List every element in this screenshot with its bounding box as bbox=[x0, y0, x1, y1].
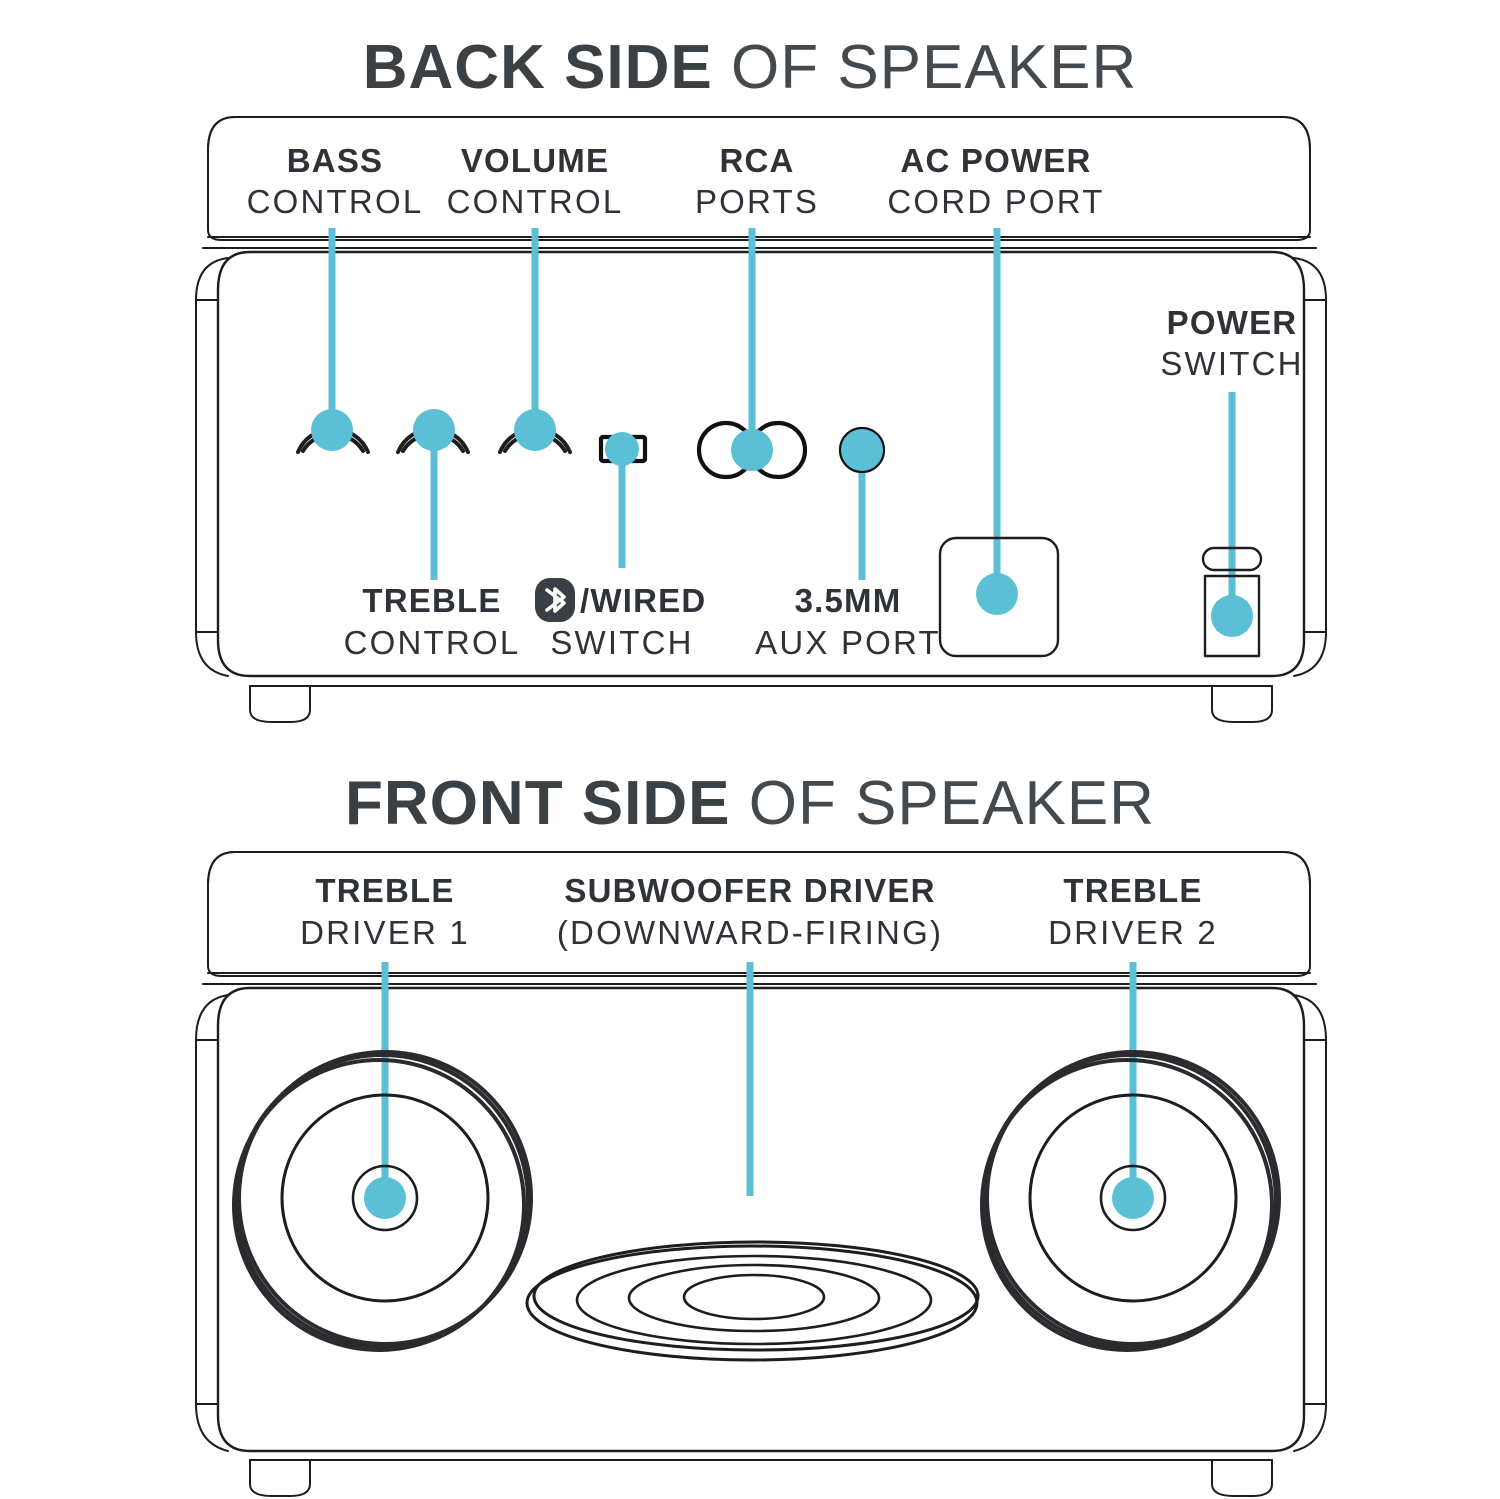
label-acpower-line1: AC POWER bbox=[900, 142, 1091, 179]
treble-driver-2[interactable] bbox=[980, 1050, 1281, 1352]
bluetooth-wired-switch[interactable] bbox=[598, 432, 648, 466]
label-btwired-line2: SWITCH bbox=[550, 624, 693, 661]
volume-control-knob[interactable] bbox=[498, 409, 572, 454]
label-aux-line2: AUX PORT bbox=[755, 624, 941, 661]
label-treble2-line1: TREBLE bbox=[1063, 872, 1202, 909]
powerswitch-dot bbox=[1211, 595, 1253, 637]
label-volume-line2: CONTROL bbox=[447, 183, 624, 220]
label-treble-line1: TREBLE bbox=[362, 582, 501, 619]
front-title-bold: FRONT SIDE bbox=[345, 769, 730, 838]
front-foot-left bbox=[249, 1459, 311, 1497]
ac-power-cord-port[interactable] bbox=[938, 536, 1060, 658]
label-volume-line1: VOLUME bbox=[461, 142, 609, 179]
treble-knob-dot bbox=[413, 409, 455, 451]
label-btwired-line1: /WIRED bbox=[580, 582, 706, 619]
front-title: FRONT SIDE OF SPEAKER bbox=[345, 769, 1155, 838]
back-powerswitch-label: POWER SWITCH bbox=[1160, 304, 1303, 382]
front-foot-right bbox=[1211, 1459, 1273, 1497]
back-title-light: OF SPEAKER bbox=[713, 33, 1137, 102]
label-powerswitch-line2: SWITCH bbox=[1160, 345, 1303, 382]
label-acpower-line2: CORD PORT bbox=[887, 183, 1104, 220]
acpower-dot bbox=[976, 573, 1018, 615]
aux-port[interactable] bbox=[838, 426, 886, 474]
label-rca-line2: PORTS bbox=[695, 183, 819, 220]
label-bass-line2: CONTROL bbox=[247, 183, 424, 220]
power-switch-housing bbox=[1203, 574, 1261, 658]
rca-ports[interactable] bbox=[696, 420, 808, 480]
label-subwoofer-line1: SUBWOOFER DRIVER bbox=[564, 872, 935, 909]
back-title: BACK SIDE OF SPEAKER bbox=[363, 33, 1137, 102]
treble2-dot bbox=[1112, 1177, 1154, 1219]
back-bottom-labels: TREBLE CONTROL /WIRED SWITCH 3.5MM AUX P… bbox=[344, 578, 941, 661]
front-labels: TREBLE DRIVER 1 SUBWOOFER DRIVER (DOWNWA… bbox=[300, 872, 1218, 951]
back-foot-left bbox=[249, 685, 311, 723]
treble-driver-1[interactable] bbox=[232, 1050, 533, 1352]
label-bass-line1: BASS bbox=[287, 142, 384, 179]
front-title-light: OF SPEAKER bbox=[731, 769, 1155, 838]
back-foot-right bbox=[1211, 685, 1273, 723]
back-speaker-body bbox=[195, 116, 1327, 723]
label-subwoofer-line2: (DOWNWARD-FIRING) bbox=[557, 914, 943, 951]
back-top-labels: BASS CONTROL VOLUME CONTROL RCA PORTS AC… bbox=[247, 142, 1104, 220]
treble1-dot bbox=[364, 1177, 406, 1219]
label-treble1-line1: TREBLE bbox=[315, 872, 454, 909]
bt-switch-dot bbox=[605, 432, 639, 466]
power-switch-rocker bbox=[1201, 546, 1263, 572]
bluetooth-icon bbox=[535, 578, 575, 622]
bass-knob-dot bbox=[311, 409, 353, 451]
back-title-bold: BACK SIDE bbox=[363, 33, 713, 102]
bass-control-knob[interactable] bbox=[296, 409, 370, 454]
label-treble1-line2: DRIVER 1 bbox=[300, 914, 470, 951]
power-switch[interactable] bbox=[1201, 546, 1263, 658]
label-treble-line2: CONTROL bbox=[344, 624, 521, 661]
label-aux-line1: 3.5MM bbox=[795, 582, 902, 619]
label-treble2-line2: DRIVER 2 bbox=[1048, 914, 1218, 951]
aux-dot bbox=[841, 429, 883, 471]
treble-control-knob[interactable] bbox=[396, 409, 470, 454]
subwoofer-driver[interactable] bbox=[525, 1240, 980, 1362]
volume-knob-dot bbox=[514, 409, 556, 451]
back-leader-lines bbox=[328, 228, 1236, 618]
front-leader-lines bbox=[381, 962, 1137, 1196]
label-powerswitch-line1: POWER bbox=[1167, 304, 1298, 341]
label-rca-line1: RCA bbox=[719, 142, 794, 179]
rca-dot bbox=[731, 429, 773, 471]
